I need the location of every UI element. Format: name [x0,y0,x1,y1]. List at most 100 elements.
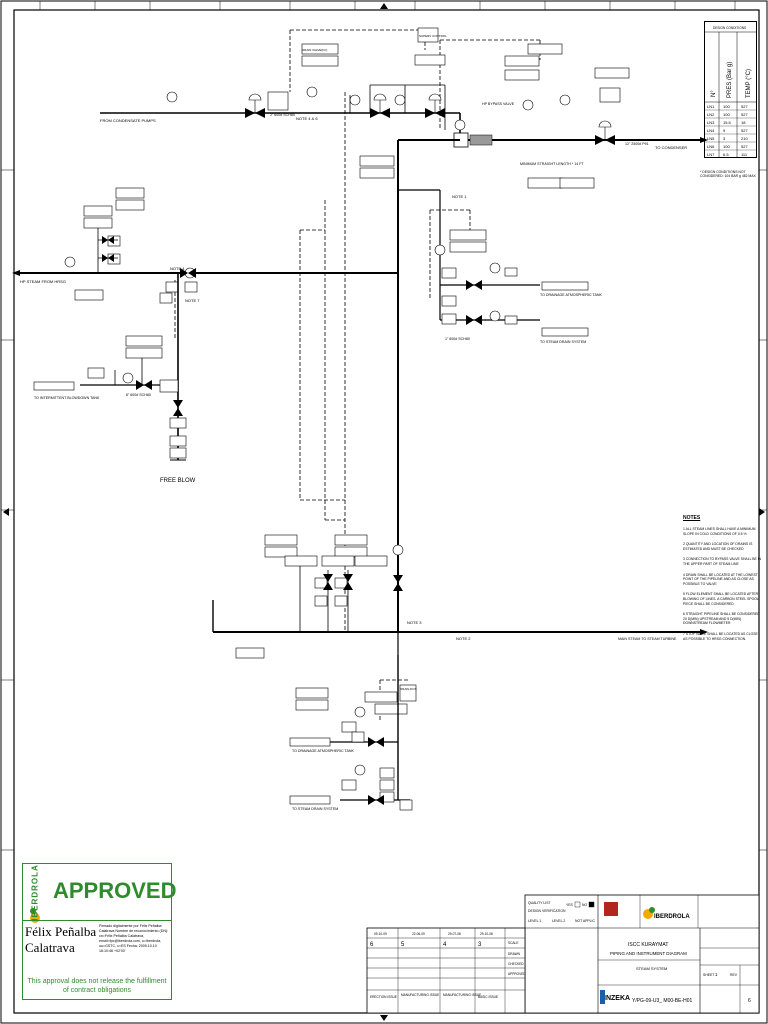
label-to-steam-drain-system-1: TO STEAM DRAIN SYSTEM [540,340,586,344]
tb-design-verification: DESIGN VERIFICATION [528,909,566,913]
design-row-7-pres: 6.5 [723,152,729,157]
design-row-4-temp: 527 [741,128,748,133]
tb-row-approved: APPROVED [508,972,526,976]
label-from-condensate: FROM CONDENSATE PUMPS [100,118,156,123]
design-row-2-temp: 527 [741,112,748,117]
approval-brand: IBERDROLA [30,864,40,921]
approval-signer-line-2: Calatrava [25,940,75,955]
tb-date-5: 22-06-09 [412,932,425,936]
note-item: 1 ALL STEAM LINES SHALL HAVE A MINIMUM S… [683,527,756,536]
tb-status-4: MANUFACTURING ISSUE [443,993,481,997]
tb-quality-list: QUALITY LIST [528,901,551,905]
left-drain-valves [102,236,196,278]
tb-row-checked: CHECKED [508,962,524,966]
label-main-steam-to-turbine: MAIN STEAM TO STEAM TURBINE [618,637,677,641]
design-row-1-pres: 100 [723,104,730,109]
note-item: 6 STRAIGHT PIPELINE SHALL BE CONSIDERED … [683,612,760,626]
design-row-5-temp: 210 [741,136,748,141]
tb-yes: YES [566,903,574,907]
condensate-valve-actuators [248,93,612,140]
tb-status-6: ERECTION ISSUE [370,995,397,999]
digital-signature-text: Firmado digitalmente por Félix Peñalba C… [99,924,169,953]
design-col-temp: TEMP (°C) [746,69,752,98]
label-note-7: NOTE 7 [185,298,200,303]
tb-contractor: INZEKA [604,995,630,1002]
tb-project: ISCC KURAYMAT [628,942,668,948]
tb-no: NO [582,903,587,907]
title-block: QUALITY LIST DESIGN VERIFICATION LEVEL 1… [366,894,760,1014]
note-item: 2 QUANTITY AND LOCATION OF DRAINS IS EST… [683,542,753,551]
dashed-signal-lines [174,92,471,720]
label-instrument-tag: DRAIN VALVE(FC) [302,48,327,52]
design-row-4-pres: 9 [723,128,726,133]
grid-reference-ticks [1,1,767,851]
hp-steam-main-lines [20,139,700,655]
notes-title: NOTES [683,515,701,521]
tb-rev-3: 3 [478,942,482,948]
label-note-4-top: NOTE 4 & 6 [296,116,318,121]
approval-inner-frame [23,920,171,1000]
label-minimum-straight-pipe: MINIMUM STRAIGHT LENGTH * 14 FT [520,162,584,166]
tb-level-2: LEVEL 2 [552,919,565,923]
design-row-2-ln: LN2 [707,112,715,117]
approved-stamp-text: APPROVED [53,878,177,903]
center-valves [323,574,403,591]
approval-signer: Félix Peñalba Calatrava [25,924,97,956]
tb-not-applic: NOT APPLIC [575,919,595,923]
tb-date-3: 29-10-08 [480,932,493,936]
label-to-condenser: TO CONDENSER [655,145,687,150]
lower-drain-valves [368,737,384,805]
tb-drawing-type: PIPING AND INSTRUMENT DIAGRAM [610,951,687,956]
design-row-3-pres: 15.5 [723,120,732,125]
tb-rev-label: REV [730,973,738,977]
top-instrument-boxes [267,27,630,189]
design-col-number: N° [711,90,717,97]
label-pipe-1in: 1" 600# SCH80 [445,337,470,341]
tb-rev-6: 6 [370,942,374,948]
grid-center-arrows [3,3,765,1021]
note-item: 3 CONNECTION TO BYPASS VALVE SHALL BE IN… [683,557,762,566]
tb-sheet-label: SHEET [703,973,714,977]
label-hp-bypass-valve: HP BYPASS VALVE [482,102,515,106]
tb-date-6: 09-10-09 [374,932,387,936]
condensate-valves [245,108,615,145]
center-instrument-cluster [235,534,417,715]
tb-rev-5: 5 [401,942,405,948]
label-to-steam-drain-system-2: TO STEAM DRAIN SYSTEM [292,807,338,811]
tb-level-1: LEVEL 1 [528,919,541,923]
label-to-intermittent-blowdown: TO INTERMITTENT BLOWDOWN TANK [34,396,100,400]
design-table-header: DESIGN CONDITIONS [713,26,746,30]
top-instrument-bubbles [166,86,571,131]
tb-rev-4: 4 [443,942,447,948]
design-row-2-pres: 100 [723,112,730,117]
design-row-4-ln: LN4 [707,128,715,133]
tb-document-number: Y/PG-09-U3_ M00-BE-H01 [632,998,693,1004]
tb-scale: SCALE [508,941,518,945]
note-item: 7 STOP VALVE SHALL BE LOCATED AS CLOSE A… [683,631,758,641]
tb-date-4: 29-07-08 [448,932,461,936]
title-block-logos [600,902,655,1004]
design-row-6-ln: LN6 [707,144,715,149]
label-to-drainage-atm-tank-2: TO DRAINAGE ATMOSPHERIC TANK [292,749,354,753]
design-row-1-ln: LN1 [707,104,715,109]
label-note-2: NOTE 2 [456,636,471,641]
client-logo-icon [604,902,618,916]
blowdown-valves [136,380,183,416]
design-row-5-pres: 3 [723,136,726,141]
design-row-5-ln: LN5 [707,136,715,141]
design-row-7-temp: 111 [741,152,748,157]
note-item: 5 FLOW ELEMENT SHALL BE LOCATED AFTER BL… [683,592,759,606]
label-note-3: NOTE 3 [407,620,422,625]
desuperheater-spool [453,132,493,148]
tb-status-5: MANUFACTURING ISSUE [401,993,439,997]
label-note-1: NOTE 1 [452,194,467,199]
label-pipe-main: 12" 2500# P91 [625,142,649,146]
label-pipe-6in: 6" 600# SCH80 [126,393,151,397]
approval-stamp: IBERDROLA APPROVED Félix Peñalba Calatra… [22,863,176,1000]
design-col-pres: PRES (Bar g) [727,62,733,98]
label-to-drainage-atm-tank-1: TO DRAINAGE ATMOSPHERIC TANK [540,293,602,297]
design-row-1-temp: 527 [741,104,748,109]
note-item: 4 DRAIN SHALL BE LOCATED AT THE LOWEST P… [683,572,758,586]
